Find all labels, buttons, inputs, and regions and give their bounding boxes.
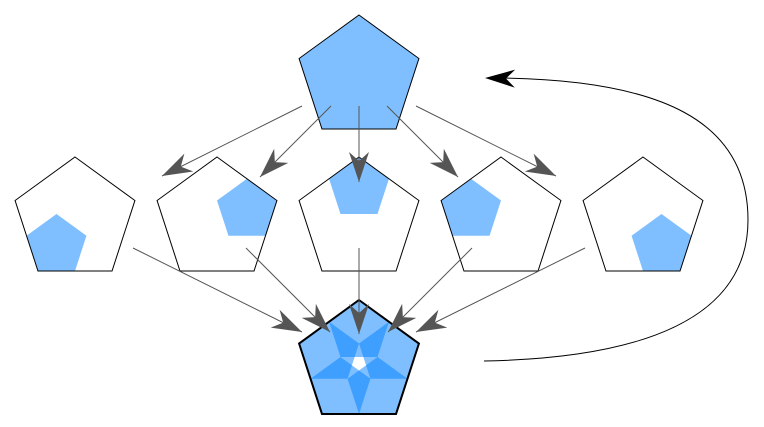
inner-pentagon xyxy=(329,157,389,214)
inner-pentagon xyxy=(26,213,87,271)
combined-outline xyxy=(297,298,421,415)
merge-arrow-5 xyxy=(415,247,586,333)
arrowhead-icon xyxy=(388,303,417,332)
arrowhead-icon xyxy=(349,152,369,182)
outline-pentagon xyxy=(582,156,704,272)
overlap-piece xyxy=(299,321,359,379)
piece-pentagon-5 xyxy=(582,156,704,272)
arrowhead-icon xyxy=(429,148,458,177)
feedback-arrow xyxy=(483,77,749,362)
outline-pentagon xyxy=(440,156,562,272)
merge-arrow-1 xyxy=(132,247,303,333)
arrowhead-icon xyxy=(260,148,289,177)
outline-pentagon xyxy=(14,156,136,272)
inner-pentagon xyxy=(631,213,692,271)
arrowhead-icon xyxy=(301,303,330,332)
piece-pentagon-4 xyxy=(440,156,562,272)
arrowhead-icon xyxy=(349,304,369,334)
outline-pentagon xyxy=(156,156,278,272)
arrowhead-icon xyxy=(416,309,448,332)
inner-pentagon xyxy=(217,178,277,236)
arrowhead-icon xyxy=(270,309,302,332)
arrowhead-icon xyxy=(524,153,556,176)
split-arrow-1 xyxy=(161,105,303,177)
combined-pentagon xyxy=(297,298,421,415)
piece-pentagon-1 xyxy=(14,156,136,272)
inner-pentagon xyxy=(441,178,501,236)
arrowhead-icon xyxy=(162,153,194,176)
split-arrow-5 xyxy=(415,105,557,177)
piece-pentagon-2 xyxy=(156,156,278,272)
arrowhead-icon xyxy=(485,69,516,88)
